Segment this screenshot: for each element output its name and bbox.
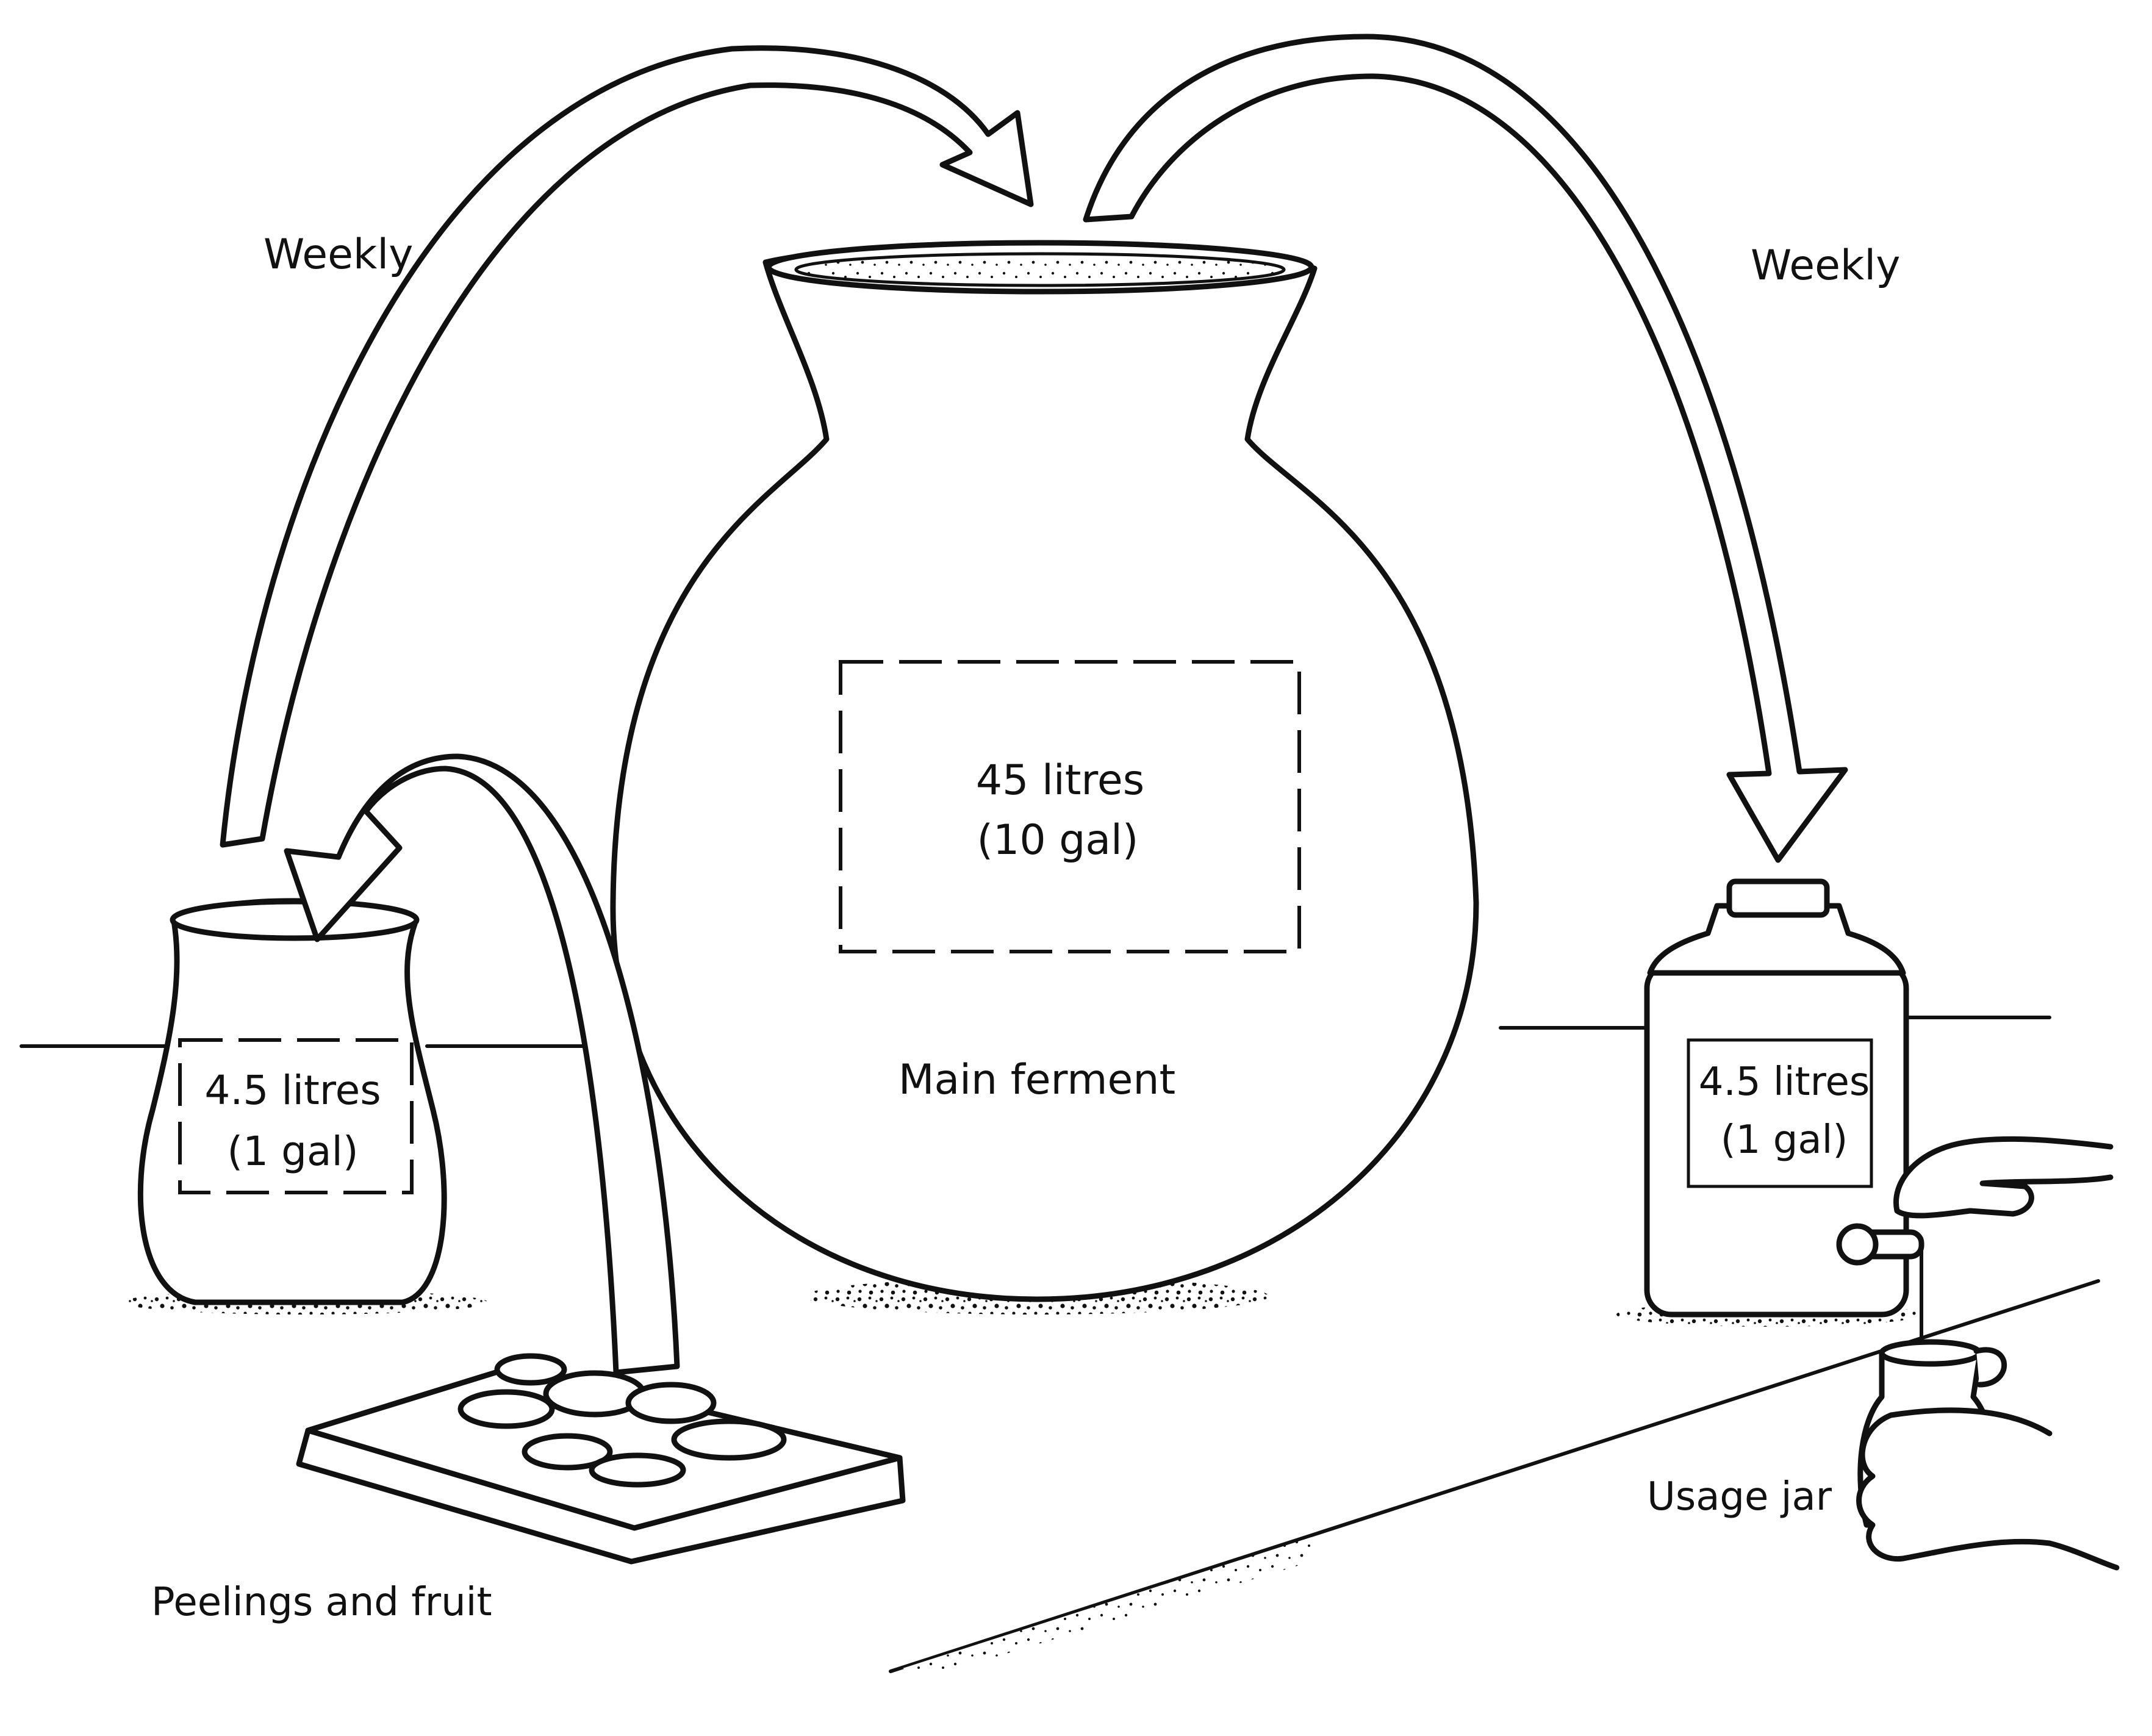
weekly-label-right: Weekly	[1751, 242, 1900, 290]
main-vessel-label-box	[839, 660, 1301, 953]
curved-arrow-icon	[220, 45, 1034, 848]
main-vessel-volume: 45 litres	[976, 756, 1144, 805]
small-jar-volume-gal: (1 gal)	[227, 1128, 358, 1175]
main-vessel-volume-gal: (10 gal)	[977, 816, 1139, 864]
small-jar-label-box	[178, 1038, 414, 1194]
tap-bottle-label-box	[1687, 1038, 1873, 1188]
usage-jar-label: Usage jar	[1647, 1474, 1832, 1519]
curved-arrow-icon	[284, 753, 680, 1376]
main-ferment-vessel	[610, 240, 1479, 1315]
small-jar	[122, 898, 488, 1315]
peelings-pile	[457, 1353, 787, 1488]
curved-arrow-icon	[1083, 34, 1848, 863]
table-edge-shadow	[903, 1537, 1311, 1677]
cutting-board-icon	[296, 1353, 906, 1565]
tap-bottle-volume-gal: (1 gal)	[1721, 1117, 1848, 1163]
tap-bottle-volume: 4.5 litres	[1699, 1060, 1870, 1105]
small-jar-volume: 4.5 litres	[204, 1067, 381, 1114]
tap-icon	[1836, 1194, 1942, 1362]
peelings-label: Peelings and fruit	[151, 1580, 492, 1625]
main-vessel-name: Main ferment	[898, 1056, 1175, 1104]
weekly-label-left: Weekly	[264, 231, 413, 279]
tap-bottle	[1616, 878, 1942, 1362]
hand-icon	[1856, 1136, 2120, 1571]
